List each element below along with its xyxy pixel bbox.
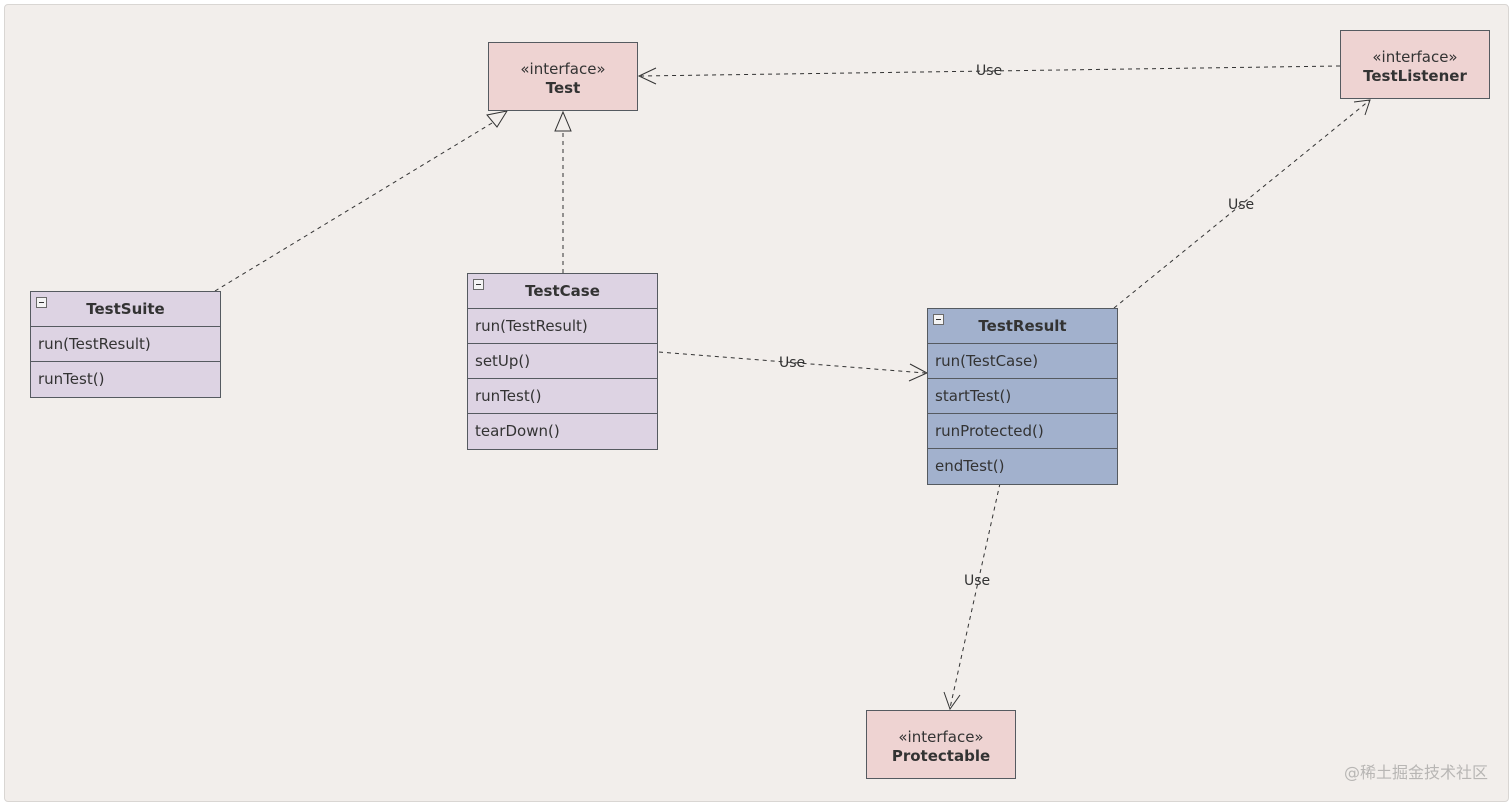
interface-protectable-name: Protectable <box>891 747 991 765</box>
method-row: runTest() <box>38 370 105 388</box>
method-row: run(TestCase) <box>928 344 1117 379</box>
interface-testlistener[interactable]: «interface» TestListener <box>1340 30 1490 99</box>
class-testcase-name: TestCase <box>525 282 600 300</box>
method-row: tearDown() <box>475 422 560 440</box>
interface-protectable[interactable]: «interface» Protectable <box>866 710 1016 779</box>
use-testresult-protectable <box>949 451 1008 709</box>
collapse-icon[interactable] <box>933 314 944 325</box>
collapse-icon[interactable] <box>36 297 47 308</box>
class-testsuite-name: TestSuite <box>86 300 165 318</box>
realization-arrowhead <box>486 110 509 128</box>
method-row: endTest() <box>935 457 1005 475</box>
class-testsuite[interactable]: TestSuite run(TestResult) runTest() <box>30 291 221 398</box>
use-arrowhead <box>637 67 657 85</box>
class-testsuite-header: TestSuite <box>31 292 220 327</box>
method-row: startTest() <box>928 379 1117 414</box>
interface-testlistener-stereotype: «interface» <box>1372 48 1458 66</box>
use-label-testresult-testlistener: Use <box>1228 197 1255 213</box>
realization-arrowhead <box>554 110 572 132</box>
interface-test[interactable]: «interface» Test <box>488 42 638 111</box>
interface-protectable-stereotype: «interface» <box>898 728 984 746</box>
class-testresult[interactable]: TestResult run(TestCase) startTest() run… <box>927 308 1118 485</box>
method-row: run(TestResult) <box>31 327 220 362</box>
class-testresult-name: TestResult <box>978 317 1067 335</box>
use-label-testlistener-test: Use <box>976 63 1003 79</box>
realization-testsuite-test <box>214 119 498 292</box>
diagram-canvas: «interface» Test «interface» TestListene… <box>4 4 1509 802</box>
relationship-lines <box>214 65 1371 711</box>
method-row: runProtected() <box>928 414 1117 449</box>
use-arrowhead <box>943 691 961 711</box>
use-arrowhead <box>1353 99 1371 116</box>
use-label-testresult-protectable: Use <box>964 573 991 589</box>
class-testresult-header: TestResult <box>928 309 1117 344</box>
use-testresult-testlistener <box>1113 99 1371 309</box>
interface-test-name: Test <box>545 79 581 97</box>
method-row: run(TestResult) <box>468 309 657 344</box>
watermark: @稀土掘金技术社区 <box>1343 763 1488 782</box>
class-testcase-header: TestCase <box>468 274 657 309</box>
class-testcase[interactable]: TestCase run(TestResult) setUp() runTest… <box>467 273 658 450</box>
interface-test-stereotype: «interface» <box>520 60 606 78</box>
collapse-icon[interactable] <box>473 279 484 290</box>
interface-testlistener-name: TestListener <box>1363 67 1467 85</box>
method-row: setUp() <box>468 344 657 379</box>
use-label-testcase-testresult: Use <box>779 355 806 371</box>
method-row: runTest() <box>468 379 657 414</box>
